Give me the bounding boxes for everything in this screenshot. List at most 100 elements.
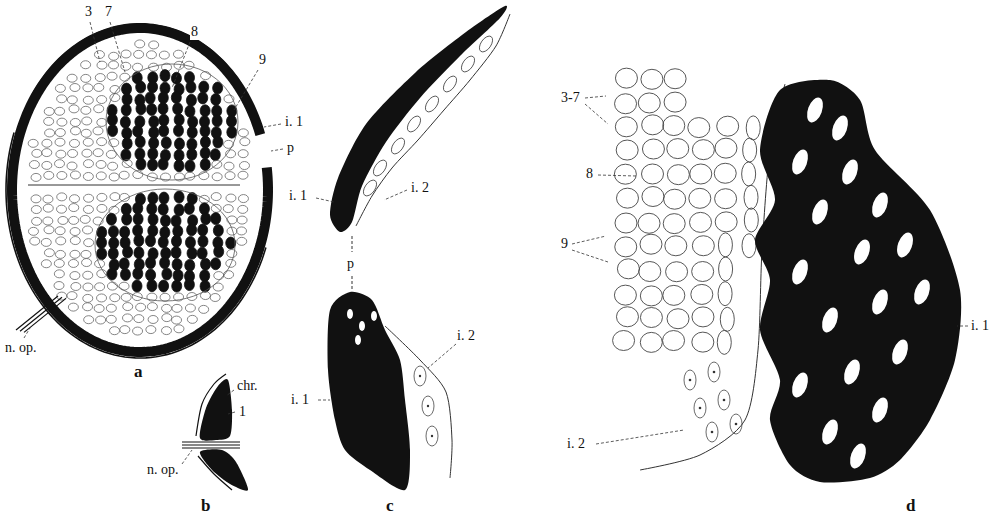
retinal-cell bbox=[97, 96, 107, 104]
retinal-cell bbox=[109, 61, 119, 69]
retinal-cell bbox=[199, 305, 209, 313]
part-label: 9 bbox=[258, 52, 267, 68]
optic-nerve bbox=[182, 448, 240, 449]
retinal-cell bbox=[94, 105, 104, 113]
pigment-gap bbox=[347, 309, 353, 319]
retinal-cell bbox=[162, 314, 172, 322]
pigment-cell bbox=[211, 213, 221, 225]
pigment-cell bbox=[172, 280, 182, 292]
retinal-cell bbox=[68, 149, 78, 157]
retinal-cell bbox=[57, 193, 67, 201]
retinal-cell bbox=[83, 84, 93, 92]
pigment-cell bbox=[135, 136, 145, 148]
retinal-cell bbox=[28, 227, 38, 235]
pigment-cell bbox=[200, 136, 210, 148]
leader-line bbox=[24, 328, 30, 338]
pigment-cell bbox=[171, 246, 181, 258]
retinal-cell bbox=[692, 332, 714, 352]
pigment-cell bbox=[158, 158, 168, 170]
cell-nucleus bbox=[713, 371, 716, 374]
retinal-cell bbox=[160, 293, 170, 301]
retinal-cell bbox=[107, 72, 117, 80]
retinal-cell bbox=[44, 107, 54, 115]
retinal-cell bbox=[83, 283, 93, 291]
outer-sheath bbox=[6, 133, 266, 358]
leader-line bbox=[585, 96, 606, 98]
retinal-cell bbox=[146, 326, 156, 334]
retinal-cell bbox=[692, 262, 714, 282]
retinal-cell bbox=[742, 162, 756, 186]
retinal-cell bbox=[615, 68, 637, 88]
retinal-cell bbox=[640, 332, 662, 352]
leader-line bbox=[428, 344, 456, 368]
retinal-cell bbox=[43, 195, 53, 203]
pigment-cell bbox=[200, 158, 210, 170]
iris-section bbox=[330, 6, 507, 232]
part-label: chr. bbox=[236, 378, 259, 394]
retinal-cell bbox=[238, 171, 248, 179]
figure-letter: c bbox=[385, 496, 395, 515]
retinal-cell bbox=[237, 237, 247, 245]
pigment-cell bbox=[122, 137, 132, 149]
retinal-cell bbox=[97, 138, 107, 146]
pigment-cell bbox=[160, 257, 170, 269]
retinal-cell bbox=[32, 217, 42, 225]
pigment-cell bbox=[146, 269, 156, 281]
figure-d bbox=[613, 68, 962, 482]
pigment-cell bbox=[227, 126, 237, 138]
retinal-cell bbox=[720, 307, 734, 331]
iris-cell bbox=[694, 398, 706, 418]
pigment-cell bbox=[108, 125, 118, 137]
pigment-cell bbox=[162, 268, 172, 280]
retinal-cell bbox=[67, 96, 77, 104]
chorioid bbox=[196, 374, 226, 436]
retinal-cell bbox=[97, 61, 107, 69]
retinal-cell bbox=[96, 160, 106, 168]
retinal-cell bbox=[744, 208, 758, 232]
iris-cell bbox=[414, 366, 426, 386]
retinal-cell bbox=[237, 216, 247, 224]
pigment-cell bbox=[187, 148, 197, 160]
iris-cell bbox=[684, 370, 696, 390]
retinal-cell bbox=[639, 262, 661, 282]
pigment-cell bbox=[147, 203, 157, 215]
retinal-cell bbox=[161, 327, 171, 335]
retinal-cell bbox=[133, 327, 143, 335]
retinal-cell bbox=[32, 149, 42, 157]
retinal-cell bbox=[109, 52, 119, 60]
pigment-gap bbox=[355, 335, 361, 345]
leader-line bbox=[316, 198, 334, 202]
retinal-cell bbox=[70, 250, 80, 258]
pupil-mark bbox=[352, 236, 353, 252]
optic-nerve bbox=[182, 445, 240, 446]
retinal-cell bbox=[692, 236, 714, 256]
eye-interior bbox=[16, 32, 264, 348]
pigment-gap bbox=[819, 417, 841, 446]
retinal-cell bbox=[134, 315, 144, 323]
retinal-cell bbox=[70, 272, 80, 280]
retinal-cell bbox=[616, 307, 638, 327]
iris-cell bbox=[422, 396, 434, 416]
retinal-cell bbox=[663, 285, 685, 305]
pigment-cell bbox=[159, 280, 169, 292]
pigment-cell bbox=[121, 149, 131, 161]
part-label: 3 bbox=[84, 4, 93, 20]
pigment-cell bbox=[186, 94, 196, 106]
pigment-gap bbox=[851, 237, 873, 266]
iris-cell bbox=[459, 54, 478, 74]
pigment-cell bbox=[133, 213, 143, 225]
retinal-cell bbox=[83, 96, 93, 104]
retinal-cell bbox=[54, 259, 64, 267]
pigment-gap bbox=[789, 257, 811, 286]
retinal-cell bbox=[58, 216, 68, 224]
pigment-cell bbox=[174, 138, 184, 150]
retinal-cell bbox=[223, 205, 233, 213]
leader-line bbox=[384, 190, 407, 200]
pigment-cell bbox=[174, 125, 184, 137]
divider bbox=[28, 185, 240, 186]
retinal-cell bbox=[83, 138, 93, 146]
retinal-cell bbox=[617, 259, 639, 279]
pigment-cell bbox=[174, 191, 184, 203]
retinal-cell bbox=[690, 212, 712, 232]
